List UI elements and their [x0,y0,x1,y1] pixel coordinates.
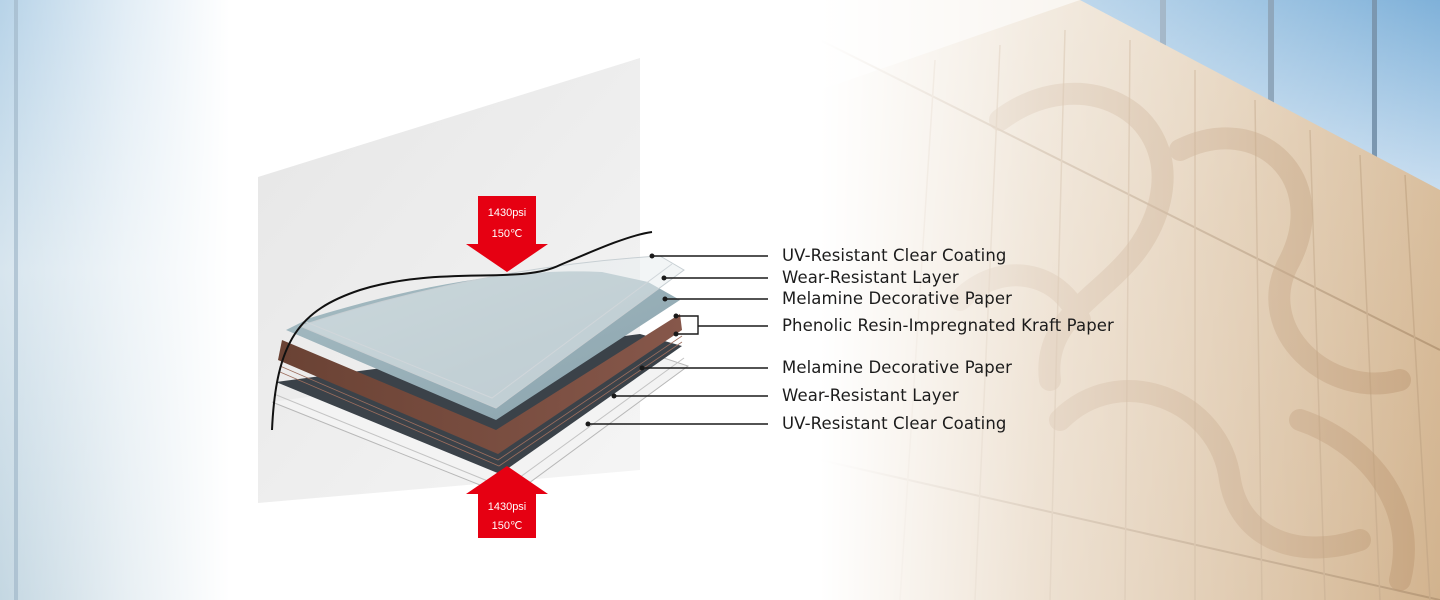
top-arrow-pressure: 1430psi [487,207,527,219]
layer-label-kraft-paper: Phenolic Resin-Impregnated Kraft Paper [782,316,1114,335]
leader-dot-1 [649,253,655,259]
layer-label-uv-coating-top: UV-Resistant Clear Coating [782,246,1007,265]
top-arrow-temperature: 150℃ [491,228,523,240]
peel-curve [271,231,653,431]
layer-label-uv-coating-bottom: UV-Resistant Clear Coating [782,414,1007,433]
layer-label-melamine-bottom: Melamine Decorative Paper [782,358,1012,377]
leader-dot-5 [639,365,645,371]
bottom-arrow-pressure: 1430psi [487,501,527,513]
leader-dot-7 [585,421,591,427]
pressure-arrow-top [466,196,548,272]
kraft-paper-stack [278,314,682,454]
layer-label-melamine-top: Melamine Decorative Paper [782,289,1012,308]
bottom-arrow-temperature: 150℃ [491,520,523,532]
leader-dot-2 [661,275,667,281]
leader-dot-6 [611,393,617,399]
layer-label-wear-layer-top: Wear-Resistant Layer [782,268,959,287]
layer-label-wear-layer-bottom: Wear-Resistant Layer [782,386,959,405]
pressure-arrow-bottom [466,466,548,538]
leader-line-4 [676,315,768,335]
leader-dot-4 [673,313,679,319]
leader-dot-4b [673,331,679,337]
leader-dot-3 [662,296,668,302]
